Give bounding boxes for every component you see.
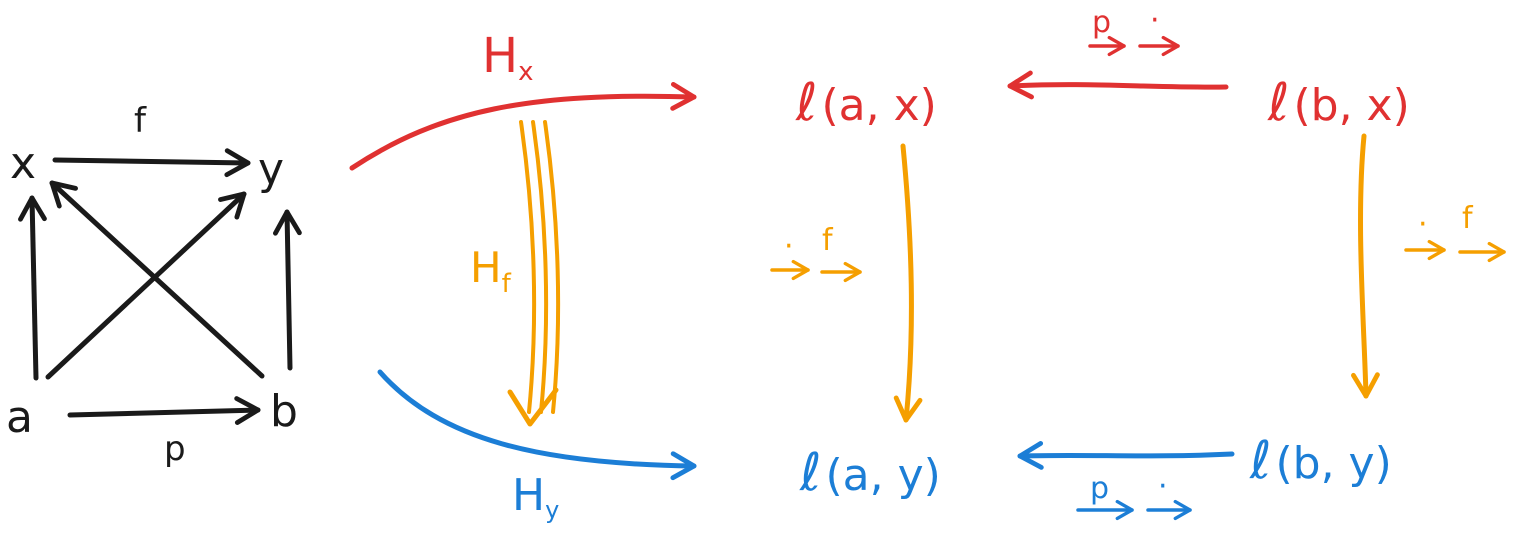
hom-square: ℓ(a, x) ℓ(b, x) ℓ(a, y) ℓ(b, y) p · p · bbox=[770, 3, 1506, 521]
svg-text:·: · bbox=[1158, 469, 1168, 504]
hx-label: Hx bbox=[482, 28, 533, 87]
object-y: y bbox=[258, 144, 284, 195]
hf-line-left bbox=[519, 120, 537, 414]
hom-a-y: ℓ(a, y) bbox=[799, 443, 941, 503]
svg-text:f: f bbox=[822, 223, 834, 258]
top-arrow-label: p · bbox=[1088, 3, 1180, 57]
arrow-a-to-y bbox=[45, 191, 247, 380]
hf-arrowhead bbox=[507, 387, 559, 427]
arrow-b-to-x bbox=[49, 180, 265, 379]
object-x: x bbox=[10, 138, 36, 189]
svg-text:p: p bbox=[1090, 471, 1109, 506]
svg-text:·: · bbox=[784, 229, 794, 264]
arrow-hom-bx-to-by bbox=[1351, 133, 1380, 399]
hf-line-middle bbox=[531, 120, 549, 414]
functor-hy: Hy bbox=[377, 369, 697, 524]
object-a: a bbox=[6, 392, 33, 443]
arrow-a-to-x bbox=[18, 195, 47, 381]
functor-hx: Hx bbox=[349, 28, 697, 171]
arrow-hom-bx-to-ax bbox=[1007, 70, 1229, 100]
hom-a-x: ℓ(a, x) bbox=[795, 73, 937, 133]
hy-label: Hy bbox=[512, 470, 559, 524]
svg-text:·: · bbox=[1418, 207, 1428, 242]
object-b: b bbox=[270, 386, 298, 437]
svg-text:f: f bbox=[1462, 201, 1474, 236]
hom-b-x: ℓ(b, x) bbox=[1267, 73, 1410, 133]
arrow-label-f: f bbox=[134, 101, 147, 141]
hx-arrow bbox=[349, 81, 697, 171]
arrow-x-to-y bbox=[52, 148, 251, 178]
left-commutative-square: x y a b f p bbox=[6, 101, 302, 469]
svg-text:p: p bbox=[1092, 5, 1111, 40]
hy-arrow bbox=[377, 369, 697, 481]
natural-transformation-hf: Hf bbox=[470, 120, 561, 427]
hf-line-right bbox=[543, 120, 561, 414]
hf-label: Hf bbox=[470, 243, 512, 299]
arrow-label-p: p bbox=[164, 429, 186, 469]
arrow-a-to-b bbox=[67, 396, 261, 425]
arrow-hom-by-to-ay bbox=[1017, 441, 1235, 470]
right-vertical-label: · f bbox=[1404, 201, 1506, 263]
arrow-b-to-y bbox=[273, 209, 302, 371]
arrow-hom-ax-to-ay bbox=[893, 143, 923, 423]
hom-b-y: ℓ(b, y) bbox=[1249, 431, 1392, 491]
svg-text:·: · bbox=[1150, 3, 1160, 38]
left-vertical-label: · f bbox=[770, 223, 862, 283]
bottom-arrow-label: p · bbox=[1076, 469, 1192, 521]
